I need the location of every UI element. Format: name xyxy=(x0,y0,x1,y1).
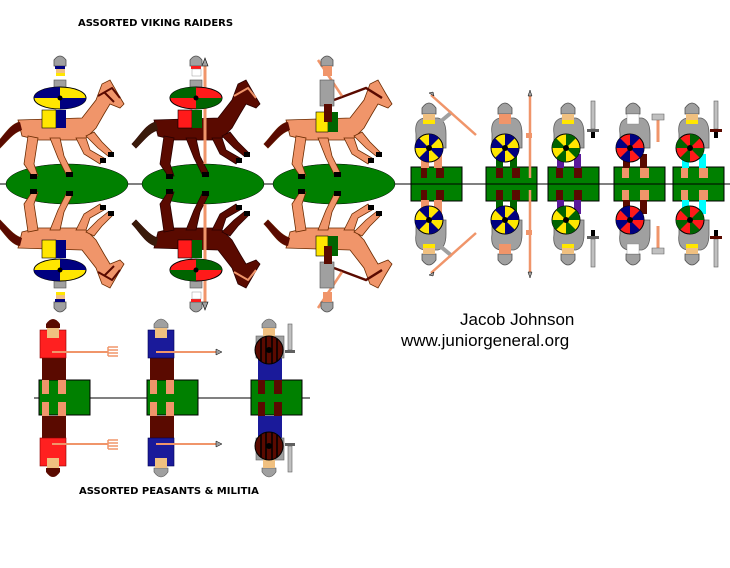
author-credit: Jacob Johnson xyxy=(460,310,575,329)
militia-spearman xyxy=(147,318,223,478)
viking-axeman-red-blue-shield xyxy=(616,102,664,265)
viking-swordsman-red-green-shield xyxy=(675,100,722,267)
viking-swordsman-green-shield xyxy=(551,100,599,267)
viking-horseman-red-green-shield-spear xyxy=(131,55,265,313)
viking-spearman-throwing xyxy=(415,91,476,276)
peasant-pitchfork xyxy=(39,319,119,478)
viking-spearman-upright xyxy=(491,89,532,278)
viking-horseman-javelin xyxy=(263,55,396,313)
website-credit: www.juniorgeneral.org xyxy=(401,331,570,350)
title-peasants-militia: ASSORTED PEASANTS & MILITIA xyxy=(79,486,259,497)
militia-swordsman-round-shield xyxy=(254,318,295,477)
viking-horseman-yellow-blue-shield xyxy=(0,55,129,313)
title-viking-raiders: ASSORTED VIKING RAIDERS xyxy=(78,18,234,29)
